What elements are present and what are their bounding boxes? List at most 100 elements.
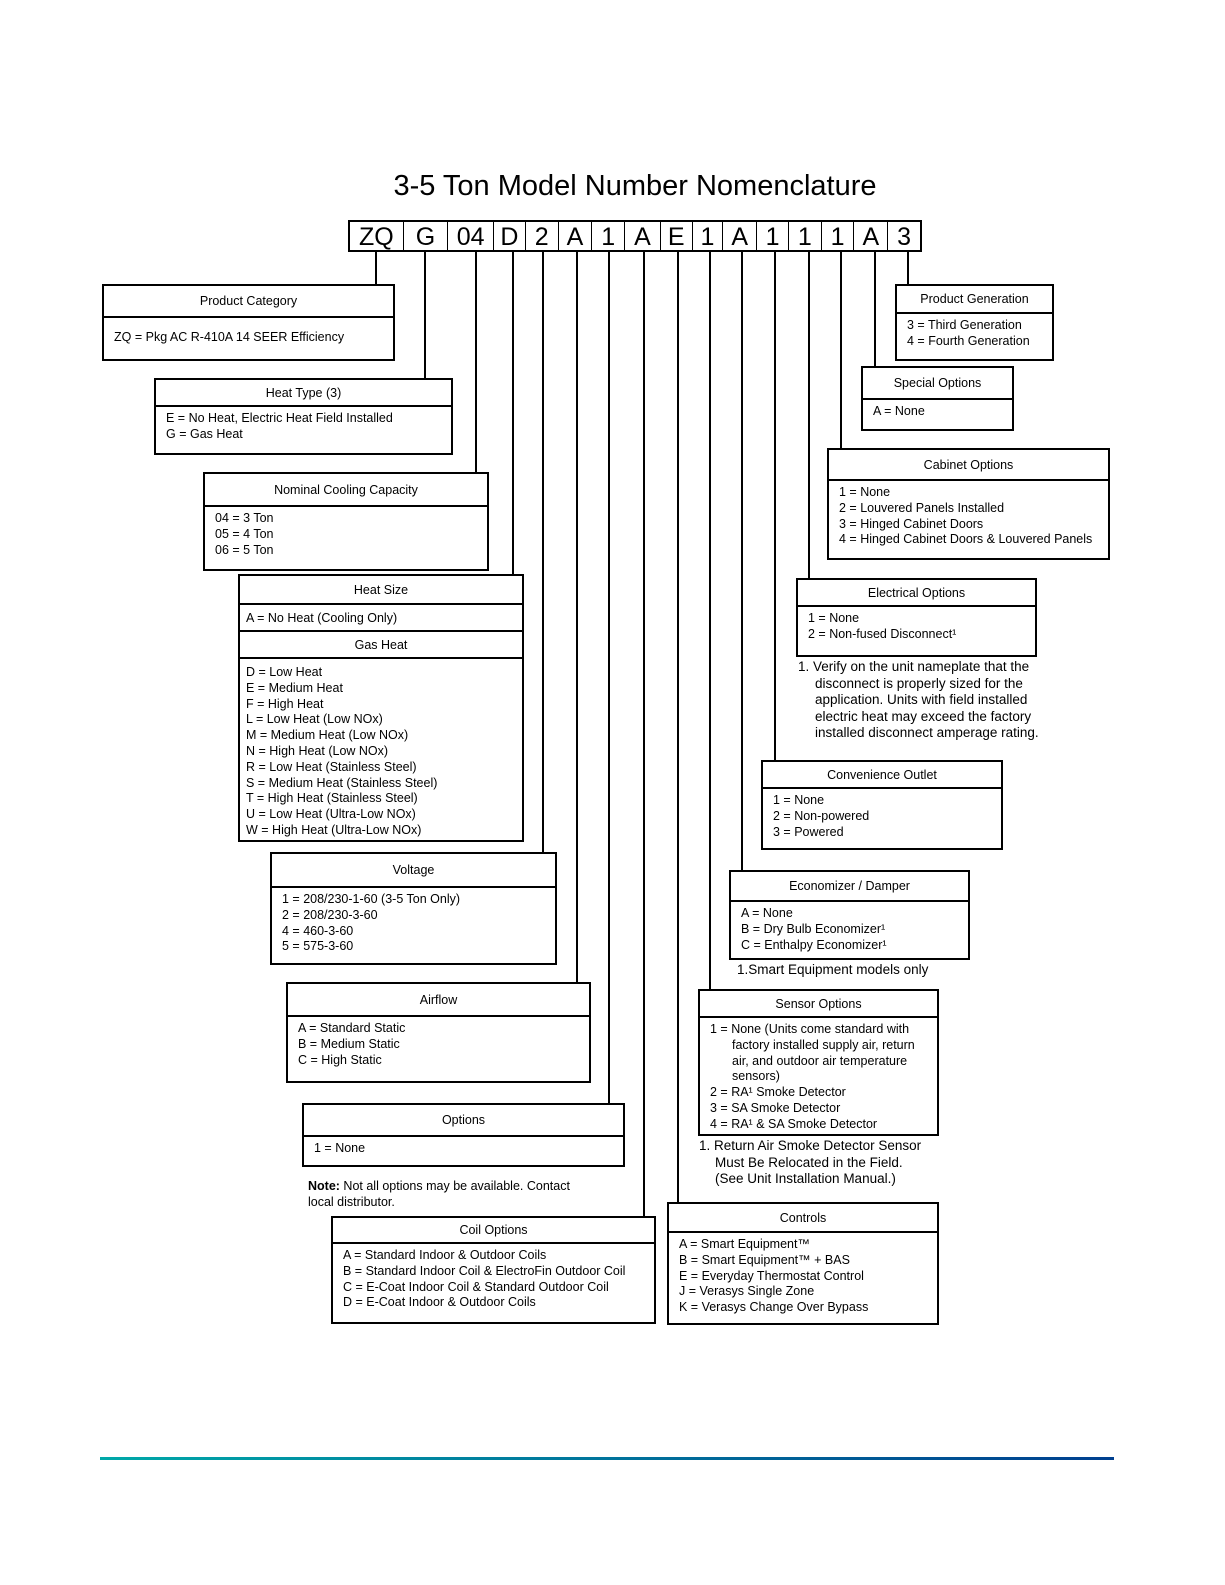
- code-segment: A: [559, 222, 593, 251]
- option-item: S = Medium Heat (Stainless Steel): [246, 775, 438, 790]
- footnote-line: Must Be Relocated in the Field.: [715, 1154, 903, 1170]
- box-title: Heat Type (3): [156, 380, 451, 407]
- option-item: 05 = 4 Ton: [215, 526, 274, 541]
- box-title: Electrical Options: [798, 580, 1035, 607]
- option-item: A = None: [741, 906, 793, 920]
- box-title: Coil Options: [333, 1218, 654, 1244]
- footnote-line: disconnect is properly sized for the: [815, 675, 1023, 691]
- connector-line-controls: [677, 252, 679, 1202]
- box-title: Special Options: [863, 368, 1012, 400]
- box-title: Cabinet Options: [829, 450, 1108, 481]
- option-item: B = Dry Bulb Economizer¹: [741, 921, 886, 936]
- option-item: factory installed supply air, return: [732, 1037, 915, 1052]
- option-item: 06 = 5 Ton: [215, 542, 274, 557]
- option-item: W = High Heat (Ultra-Low NOx): [246, 822, 422, 837]
- option-item: F = High Heat: [246, 696, 324, 711]
- connector-line-cabinet: [840, 252, 842, 448]
- connector-line-coil: [643, 252, 645, 1216]
- option-item: E = Everyday Thermostat Control: [679, 1268, 864, 1283]
- code-segment: A: [723, 222, 758, 251]
- connector-line-options: [608, 252, 610, 1103]
- option-item: D = Low Heat: [246, 665, 323, 679]
- option-item: 1 = None: [839, 485, 891, 499]
- option-item: 04 = 3 Ton: [215, 511, 274, 525]
- option-item: L = Low Heat (Low NOx): [246, 712, 383, 727]
- option-item: K = Verasys Change Over Bypass: [679, 1300, 869, 1315]
- connector-line-cooling: [475, 252, 477, 472]
- option-item: B = Smart Equipment™ + BAS: [679, 1252, 850, 1267]
- option-item: E = No Heat, Electric Heat Field Install…: [166, 411, 393, 425]
- note-text: Not all options may be available. Contac…: [339, 1179, 570, 1193]
- option-item: A = Standard Static: [298, 1021, 406, 1035]
- option-item: 4 = Fourth Generation: [907, 333, 1030, 348]
- connector-line-sensor: [709, 252, 711, 989]
- code-segment: 1: [789, 222, 822, 251]
- option-item: ZQ = Pkg AC R-410A 14 SEER Efficiency: [114, 330, 345, 344]
- code-segment: 1: [592, 222, 626, 251]
- note-label: Note:: [308, 1179, 340, 1193]
- box-title: Airflow: [288, 984, 589, 1017]
- box-title: Heat Size: [240, 576, 522, 605]
- footer-divider: [100, 1457, 1114, 1460]
- code-segment: ZQ: [350, 222, 404, 251]
- general-note: Note: Not all options may be available. …: [308, 1179, 570, 1210]
- option-item: C = Enthalpy Economizer¹: [741, 937, 887, 952]
- option-item: 1 = None (Units come standard with: [710, 1022, 910, 1036]
- connector-line-heat_size: [512, 252, 514, 574]
- option-item: 1 = None: [314, 1141, 366, 1155]
- code-segment: 04: [448, 222, 494, 251]
- footnote-line: electric heat may exceed the factory: [815, 708, 1032, 724]
- code-segment: G: [404, 222, 449, 251]
- connector-line-airflow: [576, 252, 578, 982]
- option-list: E = No Heat, Electric Heat Field Install…: [156, 407, 451, 447]
- footnote-line: 1. Return Air Smoke Detector Sensor: [699, 1138, 922, 1153]
- box-title: Options: [304, 1105, 623, 1137]
- option-item: U = Low Heat (Ultra-Low NOx): [246, 807, 416, 822]
- code-segment: A: [854, 222, 889, 251]
- footnote-line: 1.Smart Equipment models only: [737, 962, 929, 977]
- page-title: 3-5 Ton Model Number Nomenclature: [393, 170, 877, 202]
- option-item: 2 = Non-fused Disconnect¹: [808, 626, 957, 641]
- option-item: B = Standard Indoor Coil & ElectroFin Ou…: [343, 1263, 626, 1278]
- code-segment: 1: [822, 222, 855, 251]
- option-item: 4 = RA¹ & SA Smoke Detector: [710, 1116, 878, 1131]
- option-item: B = Medium Static: [298, 1036, 400, 1051]
- option-item: 4 = Hinged Cabinet Doors & Louvered Pane…: [839, 532, 1093, 547]
- option-item: R = Low Heat (Stainless Steel): [246, 759, 417, 774]
- box-title: Convenience Outlet: [763, 762, 1001, 789]
- option-item: 3 = SA Smoke Detector: [710, 1100, 841, 1115]
- option-list: 1 = None: [304, 1137, 623, 1161]
- option-item: 2 = Non-powered: [773, 808, 870, 823]
- code-segment: 1: [757, 222, 789, 251]
- option-list: ZQ = Pkg AC R-410A 14 SEER Efficiency: [104, 318, 393, 350]
- option-item: C = E-Coat Indoor Coil & Standard Outdoo…: [343, 1279, 609, 1294]
- code-segment: 1: [693, 222, 724, 251]
- option-item: 3 = Third Generation: [907, 318, 1022, 332]
- option-item: C = High Static: [298, 1052, 382, 1067]
- option-item: 2 = Louvered Panels Installed: [839, 500, 1005, 515]
- option-item: 2 = RA¹ Smoke Detector: [710, 1085, 846, 1100]
- option-item: D = E-Coat Indoor & Outdoor Coils: [343, 1295, 536, 1310]
- option-item: sensors): [732, 1069, 780, 1084]
